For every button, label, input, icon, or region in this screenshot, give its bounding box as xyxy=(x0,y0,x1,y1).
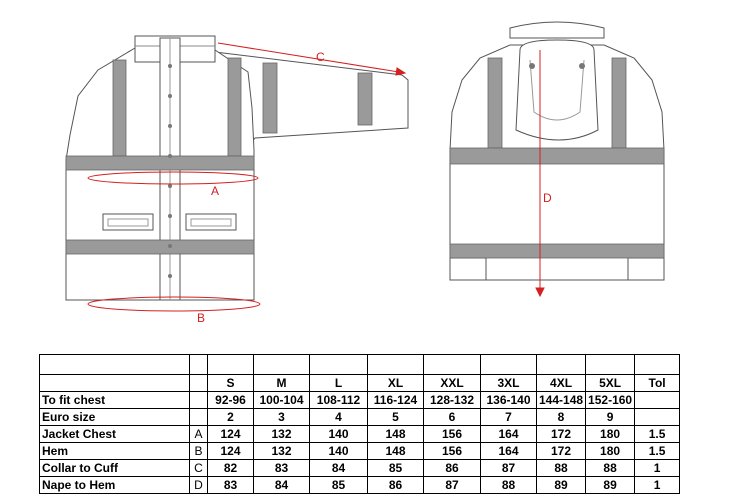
row-key xyxy=(189,391,208,409)
size-value-cell: 132 xyxy=(253,425,310,443)
row-label: Collar to Cuff xyxy=(39,459,190,477)
size-header: 5XL xyxy=(585,374,636,392)
size-value-cell: 124 xyxy=(207,425,254,443)
size-value-cell: 3 xyxy=(253,408,310,426)
back-measure-lines xyxy=(535,50,545,298)
tolerance-cell: 1 xyxy=(634,459,681,477)
measure-label-a: A xyxy=(211,184,219,198)
size-value-cell: 9 xyxy=(585,408,636,426)
size-value-cell: 172 xyxy=(535,442,587,460)
tolerance-cell: 1.5 xyxy=(634,442,681,460)
measure-label-b: B xyxy=(197,311,205,325)
size-value-cell: 124 xyxy=(207,442,254,460)
size-value-cell: 2 xyxy=(207,408,254,426)
size-value-cell: 8 xyxy=(535,408,587,426)
row-key: C xyxy=(189,459,208,477)
row-key: B xyxy=(189,442,208,460)
measure-labels: A B C D xyxy=(197,50,552,325)
row-label: To fit chest xyxy=(39,391,190,409)
size-value-cell: 164 xyxy=(480,425,537,443)
size-value-cell: 156 xyxy=(423,425,481,443)
size-value-cell: 7 xyxy=(480,408,537,426)
size-value-cell: 128-132 xyxy=(423,391,481,409)
size-header: 4XL xyxy=(535,374,587,392)
size-value-cell: 148 xyxy=(367,442,424,460)
size-value-cell: 92-96 xyxy=(207,391,254,409)
front-pockets xyxy=(102,213,237,231)
size-value-cell: 6 xyxy=(423,408,481,426)
size-value-cell: 108-112 xyxy=(309,391,368,409)
measure-label-c: C xyxy=(316,50,325,64)
size-value-cell: 89 xyxy=(585,476,636,494)
size-value-cell: 152-160 xyxy=(585,391,636,409)
size-value-cell: 140 xyxy=(309,442,368,460)
table-blank-row xyxy=(39,354,681,375)
size-chart-table: S M L XL XXL 3XL 4XL 5XL Tol To fit ches… xyxy=(39,354,681,494)
size-value-cell: 116-124 xyxy=(367,391,424,409)
front-buttons xyxy=(168,64,172,278)
size-value-cell: 164 xyxy=(480,442,537,460)
back-hood-panel xyxy=(515,39,599,141)
size-value-cell: 82 xyxy=(207,459,254,477)
row-label: Nape to Hem xyxy=(39,476,190,494)
tolerance-cell xyxy=(634,408,681,426)
hood-toggles xyxy=(529,63,585,69)
size-header: XXL xyxy=(423,374,481,392)
row-label: Jacket Chest xyxy=(39,425,190,443)
table-header-row: S M L XL XXL 3XL 4XL 5XL Tol xyxy=(39,374,681,392)
size-value-cell: 136-140 xyxy=(480,391,537,409)
size-value-cell: 89 xyxy=(535,476,587,494)
size-value-cell: 148 xyxy=(367,425,424,443)
size-header: XL xyxy=(367,374,424,392)
size-value-cell: 86 xyxy=(367,476,424,494)
size-value-cell: 5 xyxy=(367,408,424,426)
row-key: D xyxy=(189,476,208,494)
row-label: Euro size xyxy=(39,408,190,426)
size-value-cell: 88 xyxy=(585,459,636,477)
row-label: Hem xyxy=(39,442,190,460)
tolerance-cell: 1.5 xyxy=(634,425,681,443)
size-value-cell: 87 xyxy=(480,459,537,477)
size-header: 3XL xyxy=(480,374,537,392)
size-value-cell: 144-148 xyxy=(535,391,587,409)
size-value-cell: 172 xyxy=(535,425,587,443)
size-value-cell: 84 xyxy=(253,476,310,494)
size-value-cell: 88 xyxy=(480,476,537,494)
front-reflective-tapes xyxy=(65,57,373,255)
row-key xyxy=(189,408,208,426)
size-value-cell: 83 xyxy=(207,476,254,494)
size-value-cell: 132 xyxy=(253,442,310,460)
size-value-cell: 88 xyxy=(535,459,587,477)
jacket-technical-drawing: A B C D xyxy=(65,21,665,325)
measure-label-d: D xyxy=(543,191,552,205)
size-value-cell: 84 xyxy=(309,459,368,477)
back-reflective-tapes xyxy=(449,57,665,259)
size-value-cell: 100-104 xyxy=(253,391,310,409)
size-value-cell: 156 xyxy=(423,442,481,460)
size-header: L xyxy=(309,374,368,392)
size-header: M xyxy=(253,374,310,392)
tolerance-cell xyxy=(634,391,681,409)
size-header: S xyxy=(207,374,254,392)
front-measure-lines xyxy=(87,42,407,312)
size-value-cell: 86 xyxy=(423,459,481,477)
back-hood xyxy=(509,21,605,39)
size-value-cell: 83 xyxy=(253,459,310,477)
size-value-cell: 140 xyxy=(309,425,368,443)
size-value-cell: 87 xyxy=(423,476,481,494)
size-value-cell: 85 xyxy=(309,476,368,494)
tolerance-header: Tol xyxy=(634,374,681,392)
size-value-cell: 180 xyxy=(585,425,636,443)
tolerance-cell: 1 xyxy=(634,476,681,494)
size-value-cell: 85 xyxy=(367,459,424,477)
row-key: A xyxy=(189,425,208,443)
size-value-cell: 4 xyxy=(309,408,368,426)
size-value-cell: 180 xyxy=(585,442,636,460)
